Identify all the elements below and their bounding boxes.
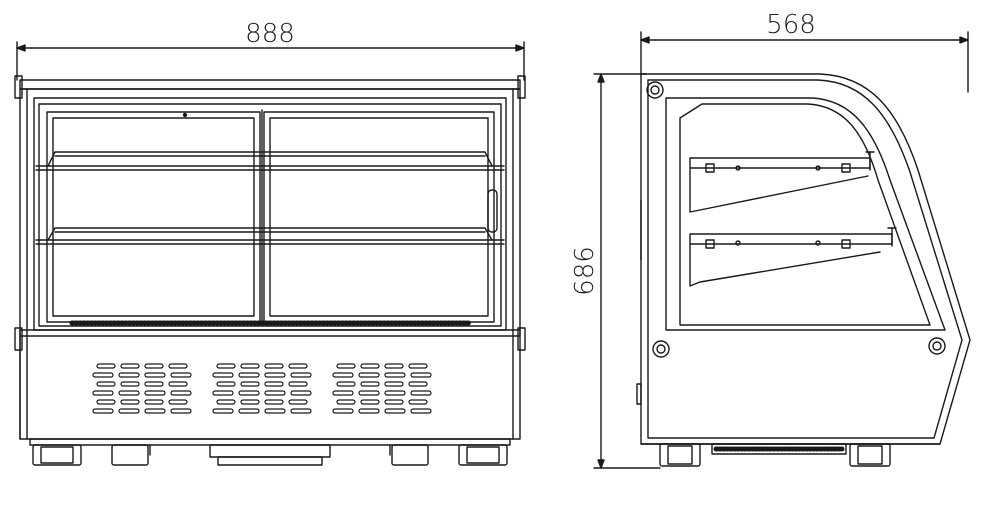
side-base: [636, 199, 941, 467]
height-label: 686: [570, 246, 600, 296]
door-handle: [487, 189, 498, 233]
front-feet: [29, 438, 511, 466]
ventilation-grille: [92, 363, 432, 414]
screw-icon: [646, 81, 664, 99]
side-upper-shelf: [689, 151, 875, 213]
curved-glass: [665, 97, 946, 331]
top-left-bracket: [14, 75, 23, 99]
top-right-bracket: [517, 75, 526, 99]
side-depth-dimension: 568: [640, 10, 969, 93]
right-sliding-door: [263, 111, 495, 323]
left-sliding-door: [46, 111, 261, 323]
lower-shelf: [35, 227, 505, 245]
side-lower-shelf: [689, 227, 897, 287]
screw-icon: [652, 340, 670, 358]
height-dimension: 686: [570, 73, 661, 469]
base-trim: [19, 329, 521, 337]
side-depth-label: 568: [766, 10, 816, 40]
front-width-dimension: 888: [16, 19, 525, 81]
screw-icon: [928, 337, 946, 355]
front-view: 888: [14, 19, 526, 466]
top-trim: [19, 79, 521, 90]
upper-shelf: [35, 151, 505, 171]
side-profile-outline: [640, 73, 971, 445]
front-width-label: 888: [245, 19, 295, 49]
side-view: 568 686: [570, 10, 971, 469]
